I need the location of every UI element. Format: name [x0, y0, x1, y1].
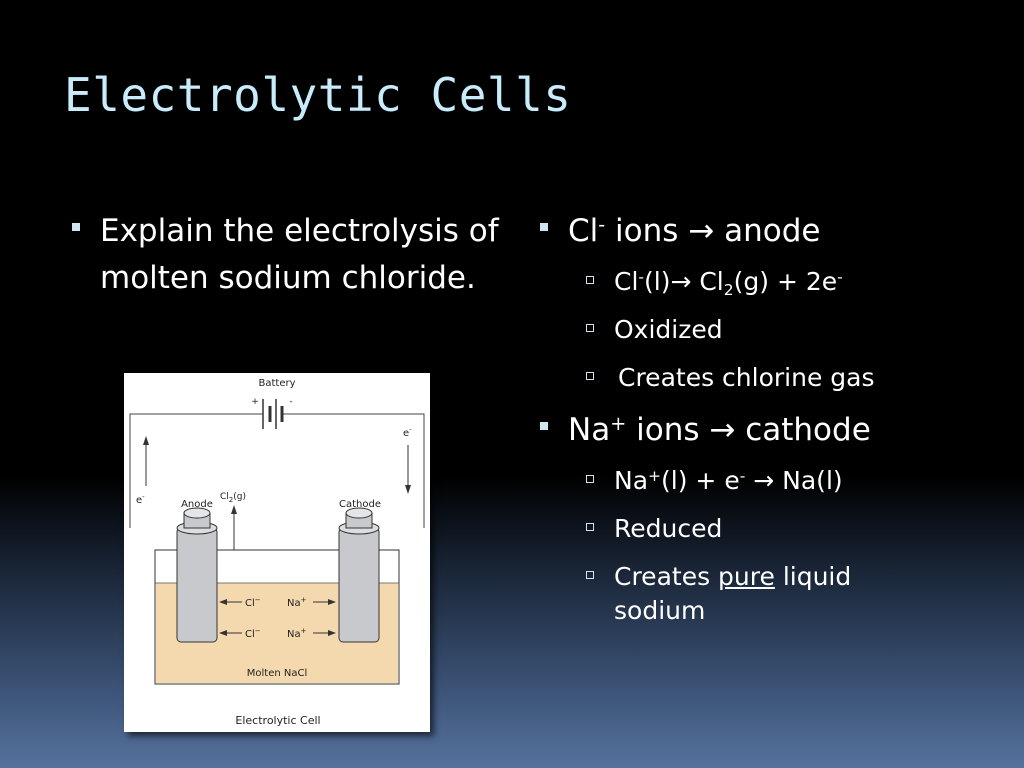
hollow-square-bullet-icon [586, 324, 594, 332]
arrow-right-icon: → [688, 213, 715, 249]
cell-svg: Battery + - e- e- Anode Cathode Cl2(g) [129, 378, 425, 727]
hollow-square-bullet-icon [586, 523, 594, 531]
right-column: Cl- ions → anode Cl-(l)→ Cl2(g) + 2e- Ox… [540, 208, 1010, 628]
ion-cl: Cl− [245, 627, 261, 640]
cl2-gas-label: Cl2(g) [220, 492, 246, 504]
slide-title: Electrolytic Cells [64, 68, 572, 122]
hollow-square-bullet-icon [586, 372, 594, 380]
hollow-square-bullet-icon [586, 571, 594, 579]
molten-nacl-label: Molten NaCl [247, 668, 307, 679]
ion-cl: Cl− [245, 596, 261, 609]
ion-row-2: Cl− Na+ [219, 627, 336, 640]
electron-label-left: e- [136, 493, 145, 506]
cl-reaction-text: Cl-(l)→ Cl2(g) + 2e- [614, 267, 843, 299]
hollow-square-bullet-icon [586, 475, 594, 483]
na-reaction-text: Na+(l) + e- → Na(l) [614, 466, 843, 495]
bullet-cl-ions-text: Cl- ions → anode [568, 213, 821, 249]
battery-label: Battery [258, 378, 295, 389]
electron-label-right: e- [403, 426, 412, 439]
na-reaction: Na+(l) + e- → Na(l) [586, 464, 1010, 498]
na-creates-sodium: Creates pure liquid sodium [586, 560, 1010, 628]
anode-label: Anode [181, 499, 213, 510]
circuit-wire [129, 413, 425, 528]
na-creates-sodium-text: Creates pure liquid sodium [614, 562, 852, 625]
cathode-electrode [338, 507, 380, 643]
arrowhead-right-icon [328, 599, 336, 605]
bullet-na-ions: Na+ ions → cathode [540, 407, 1010, 454]
battery-plus: + [251, 397, 259, 407]
arrowhead-right-icon [328, 630, 336, 636]
square-bullet-icon [540, 422, 548, 430]
square-bullet-icon [72, 223, 80, 231]
bullet-text: Explain the electrolysis of molten sodiu… [100, 213, 499, 296]
arrowhead-left-icon [219, 630, 227, 636]
left-column: Explain the electrolysis of molten sodiu… [72, 208, 512, 302]
arrow-right-icon: → [709, 412, 736, 448]
battery-minus: - [289, 397, 292, 407]
hollow-square-bullet-icon [586, 276, 594, 284]
cl-reaction: Cl-(l)→ Cl2(g) + 2e- [586, 265, 1010, 299]
bullet-explain: Explain the electrolysis of molten sodiu… [72, 208, 512, 302]
arrowhead-left-icon [219, 599, 227, 605]
ion-na: Na+ [287, 596, 307, 609]
anode-electrode [176, 507, 218, 643]
cl-oxidized: Oxidized [586, 313, 1010, 347]
ion-na: Na+ [287, 627, 307, 640]
gas-arrowhead-icon [231, 505, 237, 514]
arrowhead-up-icon [143, 436, 149, 445]
arrow-right-icon: → [745, 466, 775, 495]
arrowhead-down-icon [405, 485, 411, 494]
figure-caption: Electrolytic Cell [235, 714, 320, 727]
bullet-na-ions-text: Na+ ions → cathode [568, 412, 871, 448]
na-reduced: Reduced [586, 512, 1010, 546]
electrolytic-cell-diagram: Battery + - e- e- Anode Cathode Cl2(g) [124, 373, 430, 732]
bullet-cl-ions: Cl- ions → anode [540, 208, 1010, 255]
arrow-right-icon: → [670, 267, 692, 296]
cl-creates-gas: Creates chlorine gas [586, 361, 1010, 395]
cathode-label: Cathode [339, 499, 381, 510]
square-bullet-icon [540, 223, 548, 231]
ion-row-1: Cl− Na+ [219, 596, 336, 609]
